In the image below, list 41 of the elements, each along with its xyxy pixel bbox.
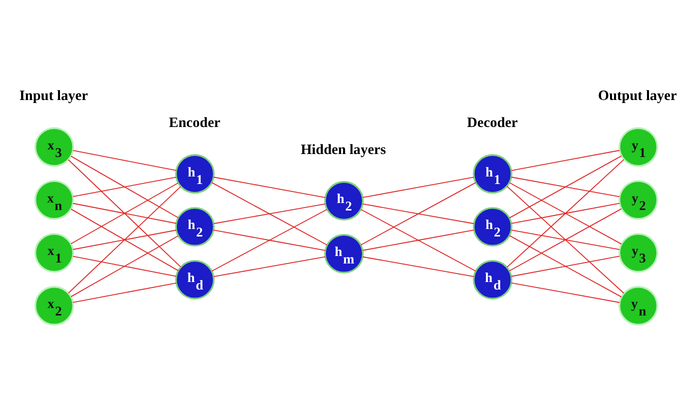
- connector: [72, 282, 177, 302]
- connector: [70, 208, 179, 271]
- connector: [70, 155, 179, 218]
- connector: [506, 185, 624, 294]
- connector: [72, 150, 177, 170]
- connector: [508, 154, 622, 218]
- connector: [362, 256, 474, 276]
- connector: [510, 176, 620, 197]
- connector: [68, 158, 182, 267]
- connector: [506, 158, 624, 268]
- connector: [72, 202, 177, 224]
- connector: [213, 176, 326, 198]
- label: Decoder: [466, 114, 518, 130]
- connector: [510, 282, 620, 302]
- label: Encoder: [168, 114, 220, 130]
- connector: [510, 149, 620, 170]
- connector: [211, 208, 328, 272]
- connector: [360, 182, 476, 245]
- connector: [508, 234, 622, 297]
- connector: [510, 255, 620, 276]
- label: Hidden layers: [300, 141, 386, 158]
- connector: [72, 176, 177, 197]
- connector: [508, 208, 622, 271]
- connector: [213, 202, 326, 224]
- connector: [72, 255, 177, 276]
- connector: [213, 229, 326, 250]
- connector: [360, 208, 476, 271]
- connector: [72, 229, 177, 250]
- connector: [70, 182, 179, 244]
- connector: [510, 202, 620, 224]
- connector: [213, 256, 326, 276]
- label: Input layer: [19, 88, 88, 104]
- connector: [70, 234, 179, 297]
- connector: [510, 229, 620, 250]
- connector: [211, 182, 328, 245]
- label: Output layer: [598, 88, 677, 104]
- connector: [68, 186, 182, 294]
- connector: [362, 229, 474, 250]
- connector: [362, 176, 474, 198]
- connector: [362, 203, 474, 224]
- connector: [508, 182, 622, 244]
